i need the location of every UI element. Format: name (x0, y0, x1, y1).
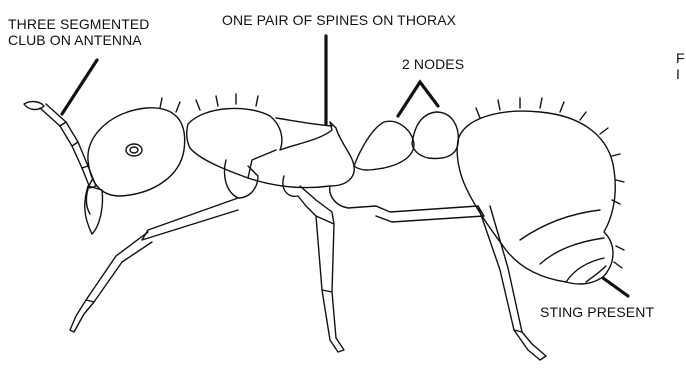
nodes-pointer (398, 82, 438, 116)
antenna-label-line-1: THREE SEGMENTED (8, 16, 150, 32)
nodes-label: 2 NODES (402, 56, 464, 72)
thorax (187, 108, 355, 187)
antenna-label-line-2: CLUB ON ANTENNA (8, 32, 150, 48)
antenna-label: THREE SEGMENTED CLUB ON ANTENNA (8, 16, 150, 48)
head (86, 108, 184, 214)
gaster (457, 111, 615, 284)
legs (70, 160, 546, 360)
cut-off-label: F I (676, 50, 685, 82)
sting-pointer (603, 278, 628, 296)
petiole-nodes (354, 112, 458, 170)
cut-off-label-line-1: F (676, 50, 685, 66)
spines-label: ONE PAIR OF SPINES ON THORAX (222, 12, 456, 28)
antenna-pointer (62, 60, 97, 114)
antenna (24, 102, 103, 234)
sting-label: STING PRESENT (540, 304, 654, 320)
cut-off-label-line-2: I (676, 66, 685, 82)
body-hairs (160, 94, 624, 268)
